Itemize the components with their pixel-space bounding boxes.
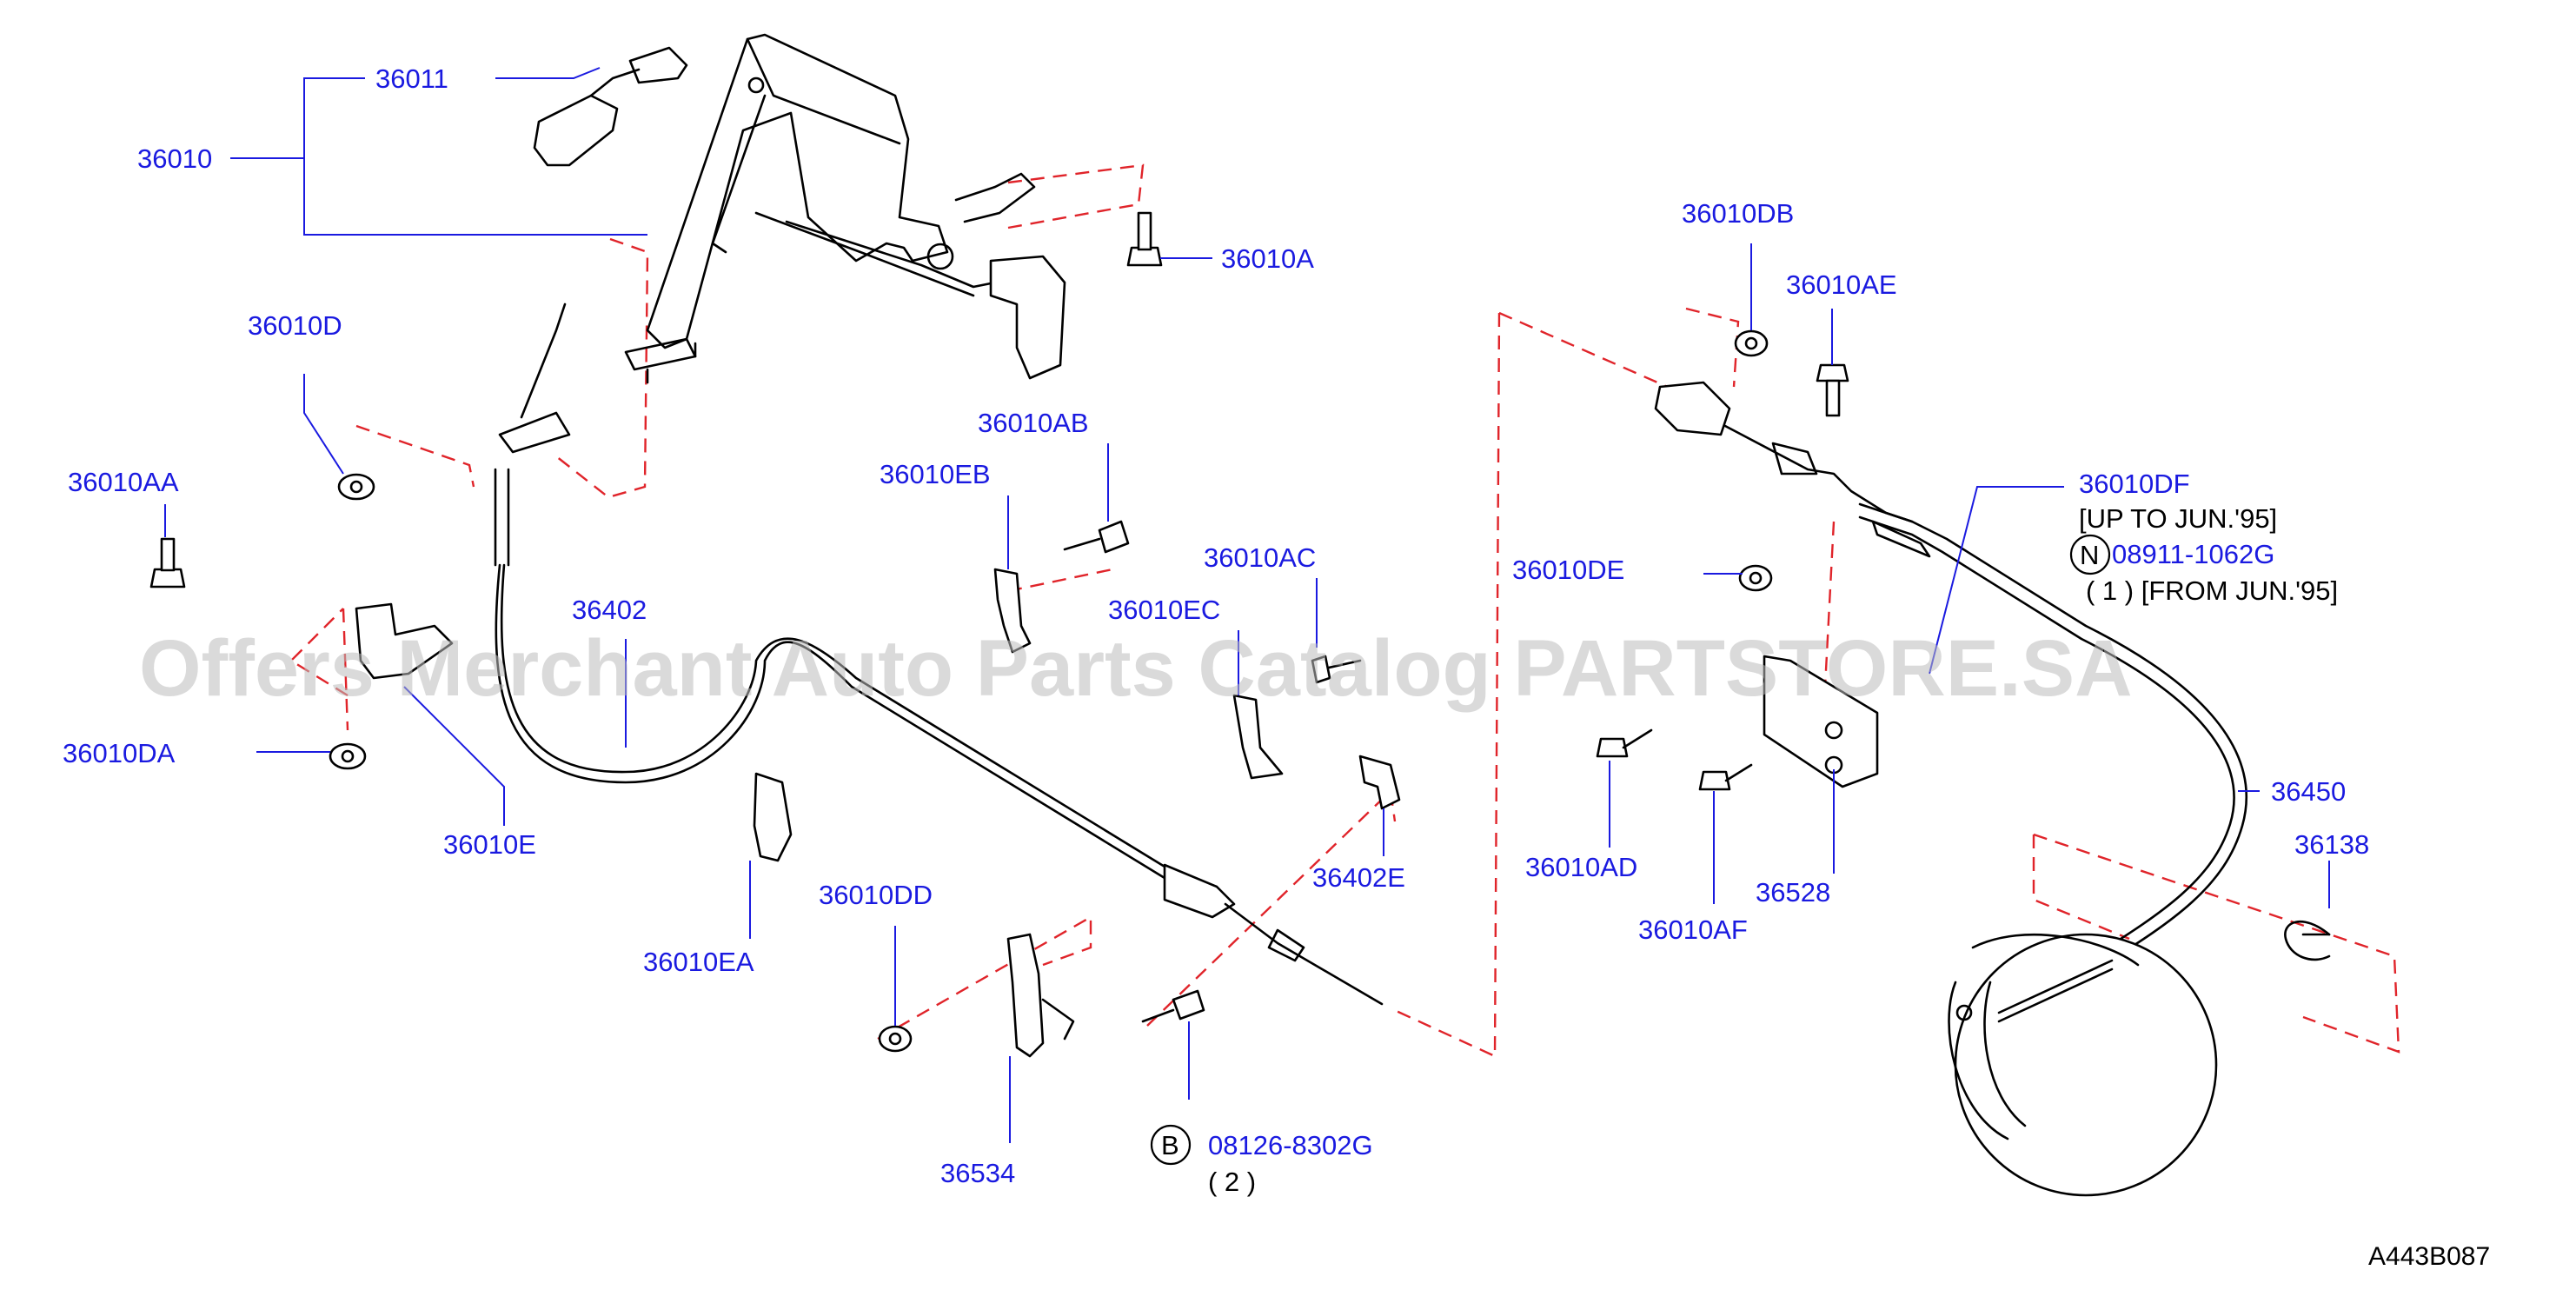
label-36402E[interactable]: 36402E xyxy=(1312,862,1405,893)
label-36010EB[interactable]: 36010EB xyxy=(880,459,991,489)
nut-36010DD xyxy=(878,1025,913,1053)
label-36010E[interactable]: 36010E xyxy=(443,829,536,860)
label-36402[interactable]: 36402 xyxy=(572,595,647,625)
label-36010D[interactable]: 36010D xyxy=(248,310,342,341)
circle-letter-n: N xyxy=(2080,540,2099,570)
label-08911-1062G[interactable]: 08911-1062G xyxy=(2112,539,2274,569)
bolt-36010AC xyxy=(1311,655,1362,684)
circle-letter-nut: N xyxy=(2069,534,2111,575)
label-36010DA[interactable]: 36010DA xyxy=(63,738,176,768)
note-36010DF: [UP TO JUN.'95] xyxy=(2079,503,2277,534)
label-36528[interactable]: 36528 xyxy=(1756,877,1830,908)
label-36010AD[interactable]: 36010AD xyxy=(1525,852,1637,882)
bracket-36528 xyxy=(1763,655,1879,788)
qty-08911-1062G: ( 1 ) [FROM JUN.'95] xyxy=(2086,575,2338,606)
label-36010DB[interactable]: 36010DB xyxy=(1682,198,1794,229)
bolt-36010AF xyxy=(1698,763,1753,791)
brake-drum xyxy=(1948,933,2218,1197)
label-36010AA[interactable]: 36010AA xyxy=(68,467,179,497)
watermark: Offers Merchant Auto Parts Catalog PARTS… xyxy=(139,624,2133,713)
circle-letter-b: B xyxy=(1161,1130,1179,1160)
label-36010DD[interactable]: 36010DD xyxy=(819,880,933,910)
label-36450[interactable]: 36450 xyxy=(2271,776,2346,807)
label-36010AC[interactable]: 36010AC xyxy=(1204,542,1316,573)
label-36011[interactable]: 36011 xyxy=(375,63,448,94)
nut-36010DE xyxy=(1738,564,1773,592)
bolt-36010AB xyxy=(1063,520,1130,554)
label-36534[interactable]: 36534 xyxy=(940,1158,1015,1188)
brackets-left xyxy=(355,568,1401,1058)
nut-36010DA xyxy=(329,742,367,770)
handle-36011 xyxy=(533,46,688,167)
fasteners xyxy=(149,211,1849,1053)
clip-36138 xyxy=(2284,920,2331,961)
label-36010[interactable]: 36010 xyxy=(137,143,212,174)
bolt-08126-8302G xyxy=(1141,989,1205,1023)
circle-letter-bolt: B xyxy=(1150,1124,1192,1166)
bolt-36010A xyxy=(1126,211,1163,267)
label-36010EA[interactable]: 36010EA xyxy=(643,947,754,977)
nut-36010DB xyxy=(1734,329,1769,357)
diagram-code: A443B087 xyxy=(2368,1242,2490,1271)
label-36010EC[interactable]: 36010EC xyxy=(1108,595,1220,625)
rear-cable-36450 xyxy=(1654,381,2248,1023)
bolt-36010AD xyxy=(1596,728,1653,758)
label-36010AF[interactable]: 36010AF xyxy=(1638,914,1748,945)
label-36010AB[interactable]: 36010AB xyxy=(978,408,1089,438)
label-36010DE[interactable]: 36010DE xyxy=(1512,555,1624,585)
label-36138[interactable]: 36138 xyxy=(2294,829,2369,860)
bolt-36010AE xyxy=(1816,363,1849,417)
label-36010A[interactable]: 36010A xyxy=(1221,243,1314,274)
label-08126-8302G[interactable]: 08126-8302G xyxy=(1208,1130,1373,1160)
part-labels: 36010 36011 36010A 36010D 36010AA 36010D… xyxy=(63,63,2369,1197)
assembly-dashed-lines xyxy=(289,163,2400,1058)
front-cable-36402 xyxy=(494,303,1384,1006)
pedal-assembly xyxy=(624,33,1066,384)
label-36010DF[interactable]: 36010DF xyxy=(2079,469,2190,499)
bolt-36010AA xyxy=(149,537,186,588)
nut-36010D xyxy=(337,473,375,501)
qty-08126-8302G: ( 2 ) xyxy=(1208,1167,1256,1197)
leader-lines xyxy=(164,67,2330,1143)
label-36010AE[interactable]: 36010AE xyxy=(1786,269,1897,300)
